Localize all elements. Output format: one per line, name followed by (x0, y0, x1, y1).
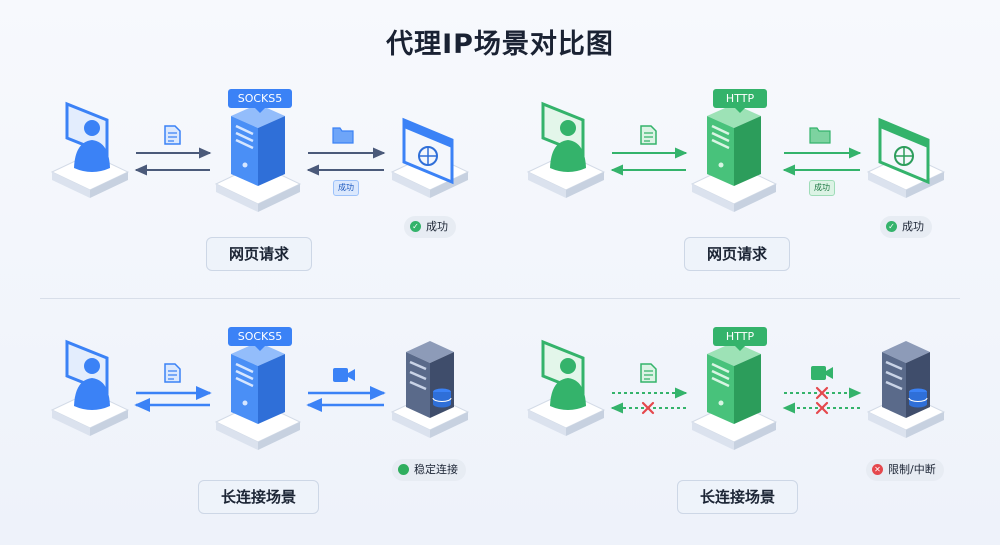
file-icon (640, 363, 657, 383)
q1-group (50, 102, 470, 214)
protocol-tag: HTTP (713, 89, 767, 113)
q3-group (50, 339, 470, 452)
folder-icon (809, 127, 831, 144)
status-badge: 稳定连接 (392, 459, 466, 481)
file-icon (164, 363, 181, 383)
proxy-server-icon (690, 102, 778, 214)
scene-label: 长连接场景 (198, 480, 320, 514)
q4-group (526, 339, 946, 452)
folder-icon (332, 127, 354, 144)
page-title: 代理IP场景对比图 (386, 29, 614, 60)
file-icon (640, 125, 657, 145)
browser-globe-icon (390, 118, 470, 200)
error-x-icon (815, 386, 829, 400)
proxy-server-icon (214, 340, 302, 452)
check-icon: ✓ (886, 220, 897, 232)
x-circle-icon: ✕ (872, 463, 883, 475)
status-badge: ✓成功 (404, 216, 456, 238)
user-computer-icon (526, 102, 606, 200)
user-computer-icon (526, 340, 606, 438)
status-badge: ✓成功 (880, 216, 932, 238)
video-icon (811, 366, 833, 380)
protocol-tag: SOCKS5 (228, 327, 292, 351)
protocol-tag: SOCKS5 (228, 89, 292, 113)
scene-label: 长连接场景 (677, 480, 799, 514)
database-server-icon (866, 339, 946, 440)
proxy-server-icon (214, 102, 302, 214)
response-label: 成功 (809, 180, 835, 196)
proxy-server-icon (690, 340, 778, 452)
q2-group (526, 102, 946, 214)
response-label: 成功 (333, 180, 359, 196)
check-icon: ✓ (410, 220, 421, 232)
scene-label: 网页请求 (206, 237, 313, 271)
user-computer-icon (50, 102, 130, 200)
error-x-icon (641, 401, 655, 415)
error-x-icon (815, 401, 829, 415)
scene-label: 网页请求 (684, 237, 791, 271)
section-divider (40, 298, 960, 299)
status-badge: ✕限制/中断 (866, 459, 944, 481)
green-dot-icon (398, 463, 409, 475)
user-computer-icon (50, 340, 130, 438)
video-icon (333, 368, 355, 382)
database-server-icon (390, 339, 470, 440)
protocol-tag: HTTP (713, 327, 767, 351)
browser-globe-icon (866, 118, 946, 200)
file-icon (164, 125, 181, 145)
